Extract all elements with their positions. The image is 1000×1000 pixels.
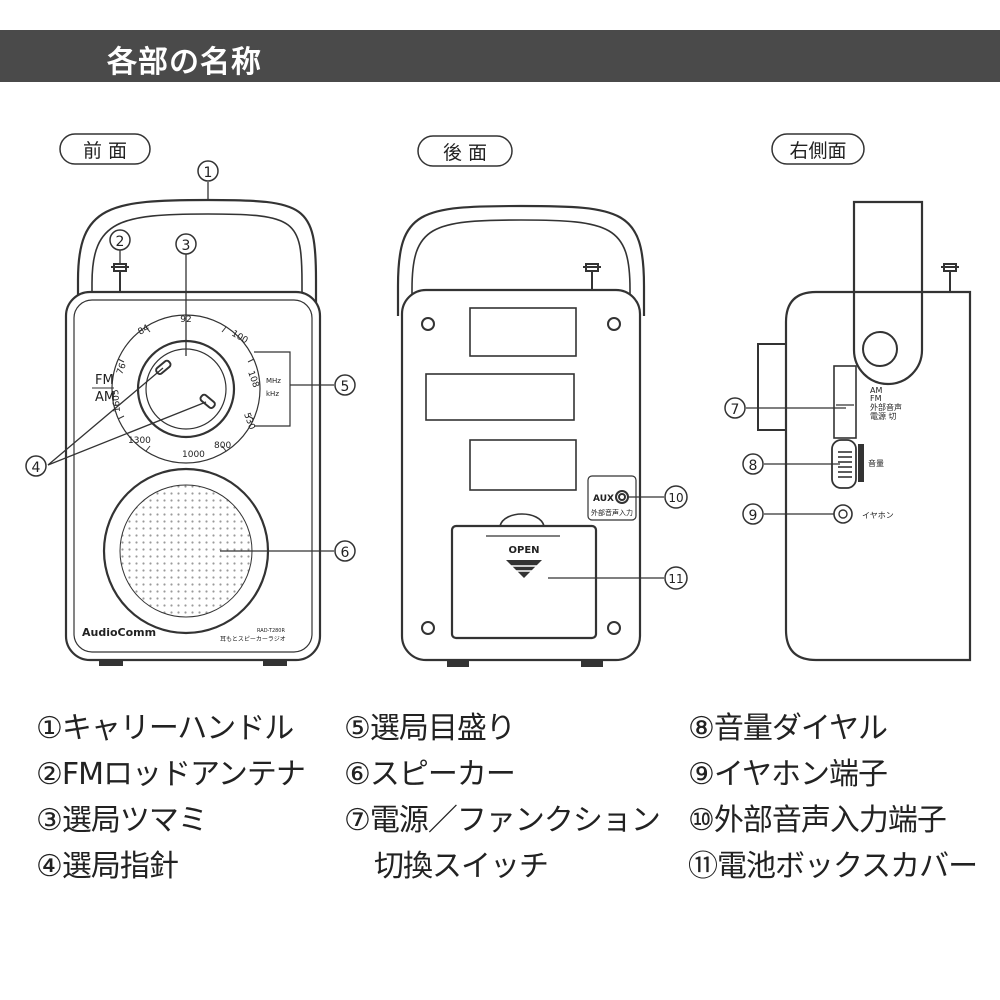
legend-item: ⑨イヤホン端子 [688,757,888,792]
legend-item: ⑩外部音声入力端子 [688,803,947,838]
view-label-front: 前 面 [59,133,151,165]
legend-item: ⑤選局目盛り [344,711,516,746]
svg-text:電源 切: 電源 切 [870,412,897,421]
svg-text:FM: FM [95,373,114,388]
side-antenna-icon [941,263,959,292]
svg-text:2: 2 [116,234,125,250]
open-arrow-icon [506,560,542,578]
page-title: 各部の名称 [107,45,262,80]
svg-text:音量: 音量 [868,458,884,468]
svg-text:3: 3 [182,238,191,254]
side-text: AM FM 外部音声 電源 切 音量 イヤホン [862,386,902,520]
svg-text:RAD-T280R: RAD-T280R [257,628,285,634]
svg-text:前 面: 前 面 [83,140,127,162]
svg-text:外部音声入力: 外部音声入力 [591,508,633,517]
battery-cover [450,524,598,640]
screw-icon [607,317,621,331]
legend-item: ⑦電源／ファンクション [344,803,661,838]
header-bar: 各部の名称 [0,30,1000,82]
callout-4: 4 [25,455,47,477]
side-view [757,200,972,662]
back-handle [396,204,646,316]
svg-text:10: 10 [668,491,683,505]
front-text: FM AM 76 84 92 100 108 MHz kHz 1605 1300… [82,315,286,643]
svg-text:8: 8 [749,458,758,474]
callout-3: 3 [175,233,197,255]
svg-text:FM: FM [870,394,882,403]
callout-11: 11 [664,566,688,590]
svg-text:6: 6 [341,545,350,561]
svg-text:76: 76 [115,362,128,376]
callouts: 1 2 3 4 5 6 7 8 9 10 11 [25,160,764,590]
function-switch [833,365,857,439]
legend-item: ⑪電池ボックスカバー [688,849,978,884]
svg-text:1: 1 [204,165,213,181]
screw-icon [421,317,435,331]
leader-lines [47,182,846,579]
svg-text:耳もとスピーカーラジオ: 耳もとスピーカーラジオ [220,636,286,643]
callout-2: 2 [109,229,131,251]
back-view [396,204,646,667]
callout-6: 6 [334,540,356,562]
svg-text:11: 11 [668,572,683,586]
legend-item: ①キャリーハンドル [36,711,294,746]
legend-item: ③選局ツマミ [36,803,208,838]
back-text: AUX 外部音声入力 OPEN [508,494,633,556]
screw-icon [607,621,621,635]
svg-text:AUX: AUX [593,494,614,504]
callout-8: 8 [742,453,764,475]
svg-text:5: 5 [341,379,350,395]
svg-text:1300: 1300 [128,436,151,446]
svg-text:右側面: 右側面 [789,140,846,162]
svg-text:イヤホン: イヤホン [862,511,894,520]
svg-text:7: 7 [731,402,740,418]
svg-text:外部音声: 外部音声 [870,402,902,412]
view-label-side: 右側面 [771,133,865,165]
legend-item: ⑥スピーカー [344,757,516,792]
svg-text:MHz: MHz [266,377,281,385]
legend-item: 切換スイッチ [374,849,549,884]
callout-5: 5 [334,374,356,396]
callout-9: 9 [742,503,764,525]
callout-10: 10 [664,485,688,509]
parts-diagram: 前 面 後 面 右側面 [25,133,972,667]
legend-item: ⑧音量ダイヤル [688,711,888,746]
svg-text:1000: 1000 [182,450,205,460]
earphone-jack [833,504,853,524]
brand-logo: AudioComm [82,626,156,639]
svg-text:AM: AM [95,390,115,405]
svg-text:4: 4 [32,460,41,476]
callout-1: 1 [197,160,219,182]
svg-text:800: 800 [214,441,231,451]
volume-level-icon [858,444,864,482]
svg-text:AM: AM [870,386,882,395]
antenna-icon [111,263,129,292]
svg-text:9: 9 [749,508,758,524]
svg-text:kHz: kHz [266,390,279,398]
legend-col-2: ⑤選局目盛り ⑥スピーカー ⑦電源／ファンクション 切換スイッチ [344,706,661,890]
callout-7: 7 [724,397,746,419]
legend-col-1: ①キャリーハンドル ②FMロッドアンテナ ③選局ツマミ ④選局指針 [36,706,306,890]
front-view [64,198,322,666]
side-body [784,290,972,662]
svg-text:後 面: 後 面 [443,142,487,164]
svg-text:1605: 1605 [111,389,123,413]
back-antenna-icon [583,263,601,290]
legend-col-3: ⑧音量ダイヤル ⑨イヤホン端子 ⑩外部音声入力端子 ⑪電池ボックスカバー [688,706,978,890]
legend-item: ④選局指針 [36,849,179,884]
legend-item: ②FMロッドアンテナ [36,757,306,792]
svg-text:OPEN: OPEN [508,545,539,556]
view-label-back: 後 面 [417,135,513,167]
screw-icon [421,621,435,635]
